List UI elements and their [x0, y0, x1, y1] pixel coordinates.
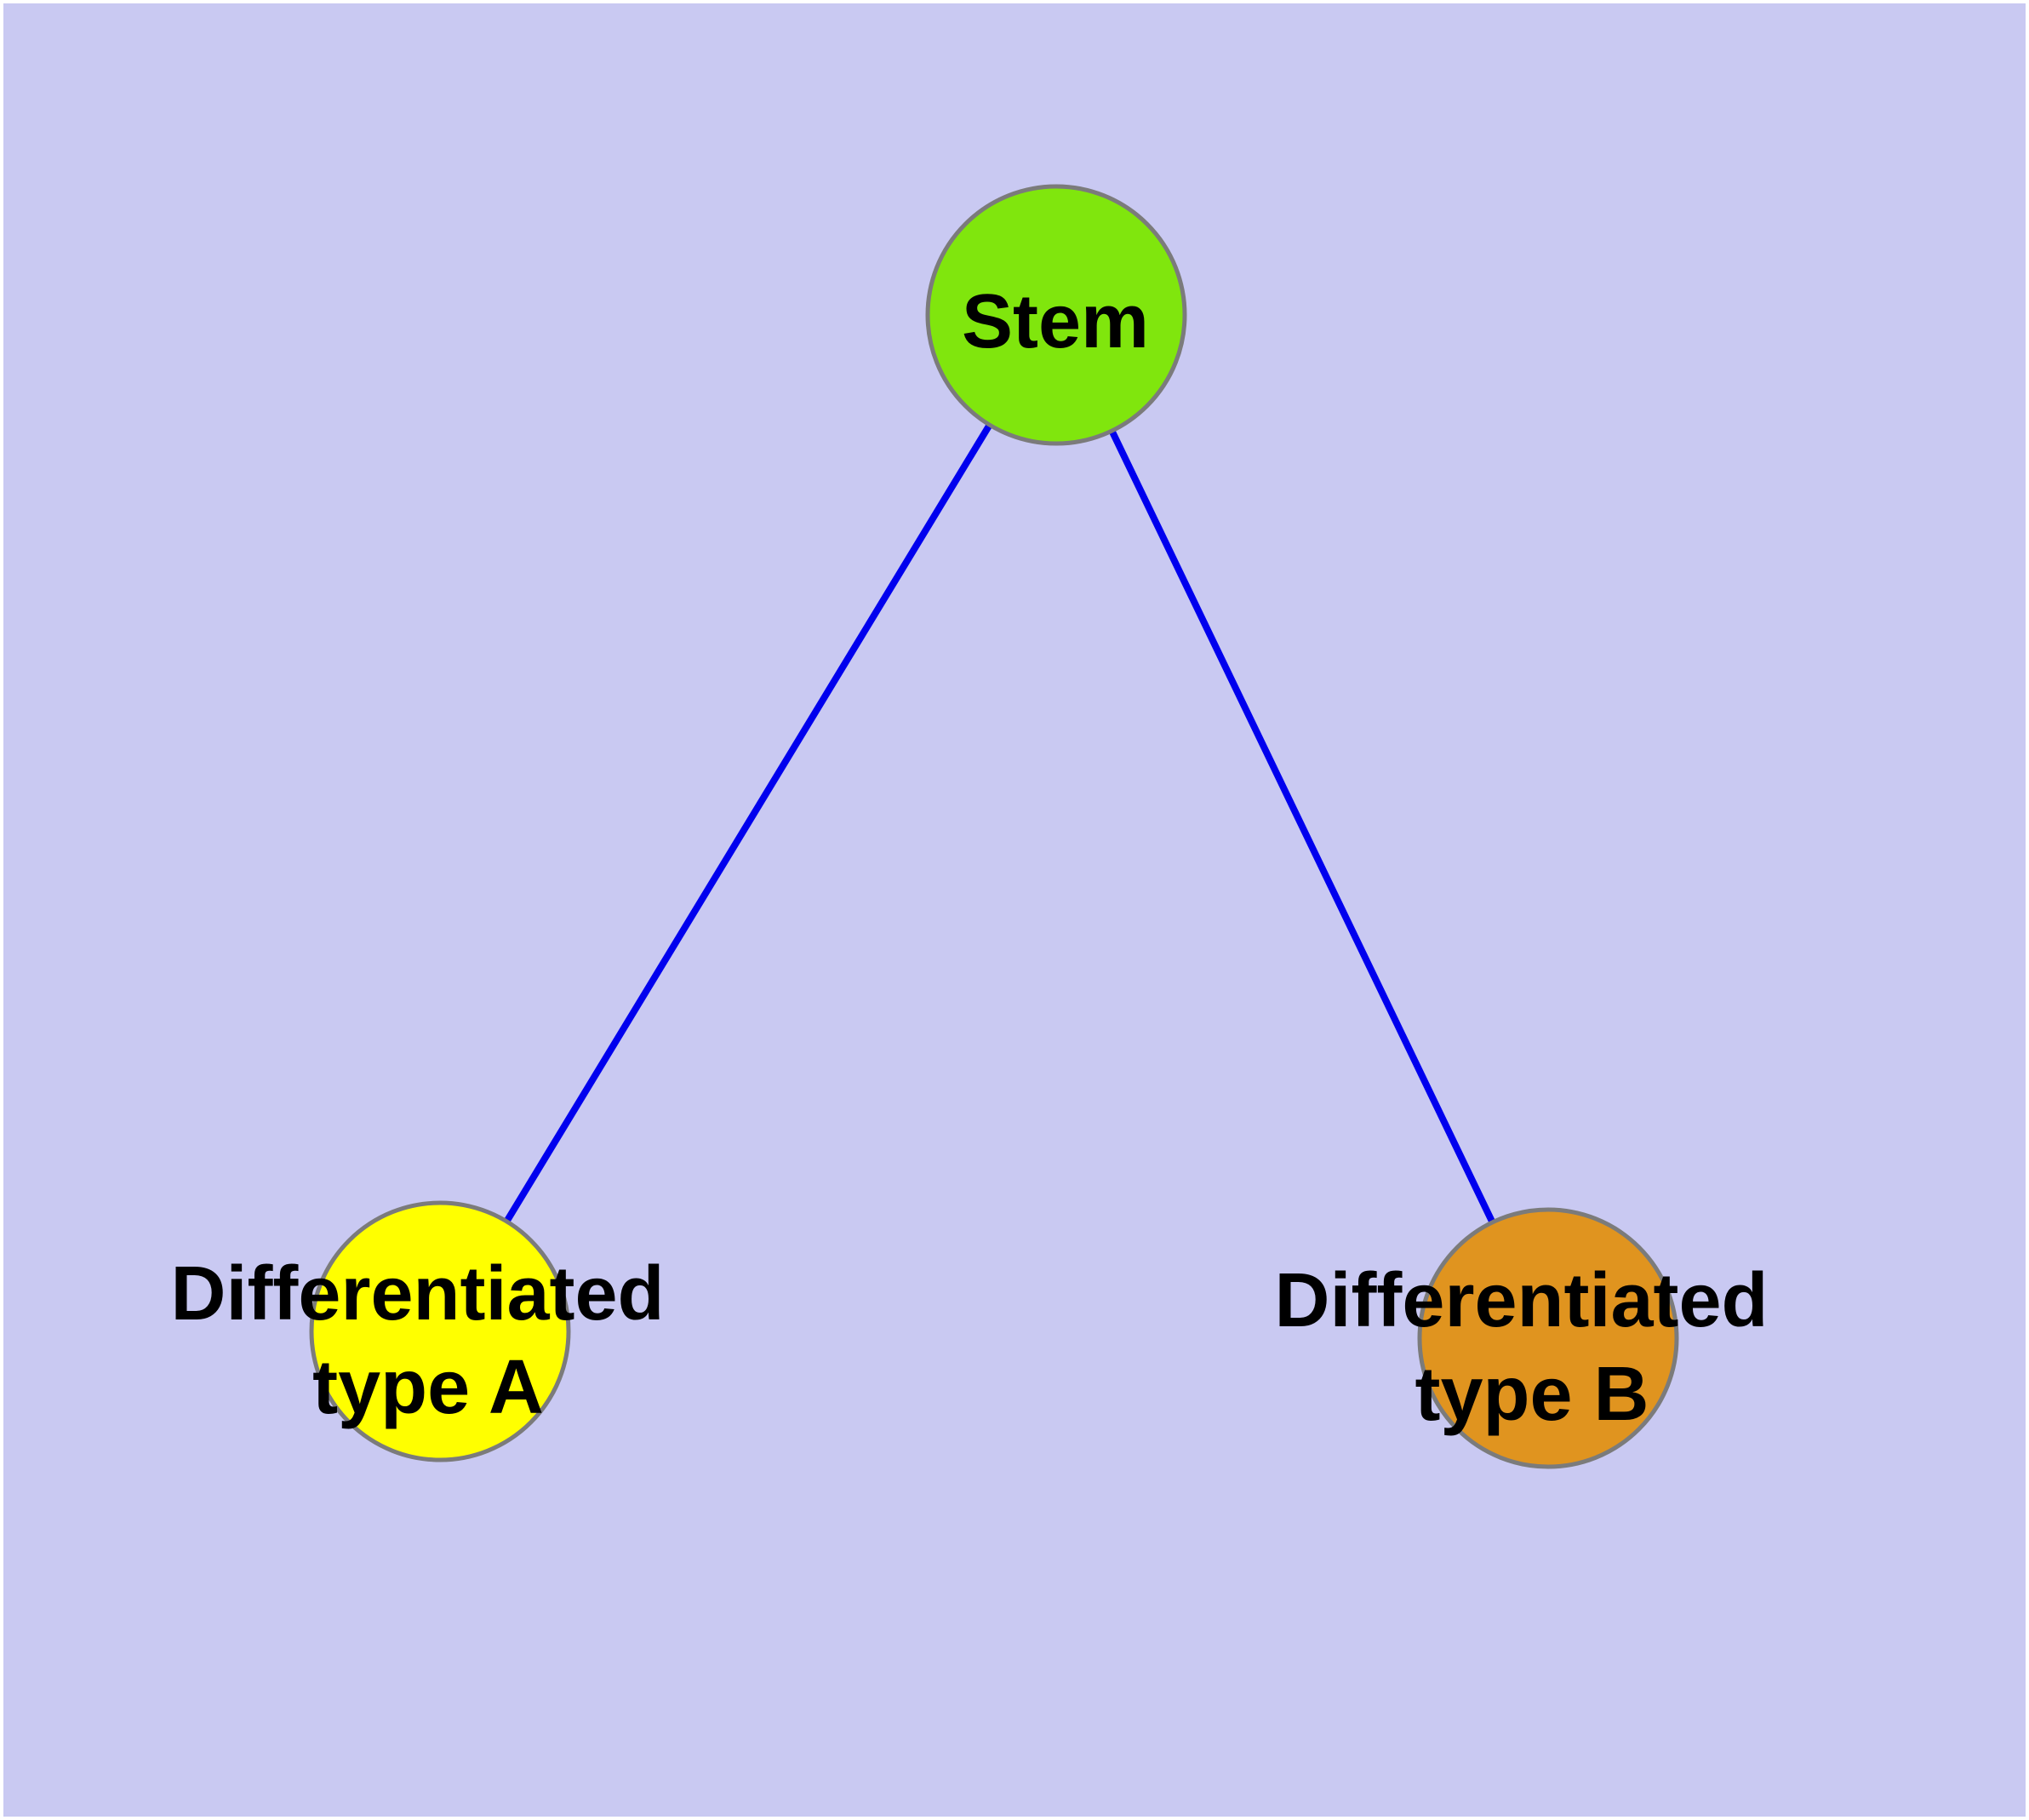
- edge-stem-to-type-b: [1053, 313, 1552, 1340]
- type-a-label-line-2: type A: [312, 1345, 544, 1430]
- type-a-node-label: Differentiated type A: [170, 1251, 685, 1430]
- stem-label-line-1: Stem: [962, 279, 1149, 364]
- edge-stem-to-type-a: [437, 312, 1060, 1334]
- stem-node-circle: [925, 184, 1187, 446]
- type-a-label-line-1: Differentiated: [170, 1251, 664, 1336]
- type-b-node-circle: [1417, 1207, 1679, 1469]
- type-b-label-line-2: type B: [1415, 1352, 1649, 1437]
- stem-node-label: Stem: [962, 279, 1149, 364]
- type-a-node-circle: [309, 1200, 571, 1462]
- type-b-node-label: Differentiated type B: [1274, 1258, 1789, 1437]
- type-b-label-line-1: Differentiated: [1274, 1258, 1768, 1343]
